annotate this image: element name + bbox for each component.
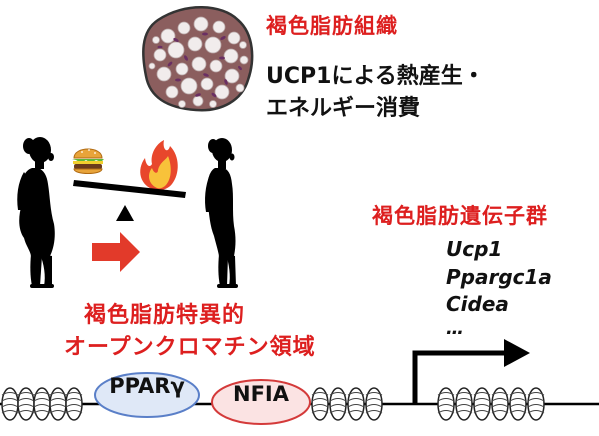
arrow-right-icon (92, 232, 140, 272)
pparg-label: PPARγ (109, 374, 185, 398)
nucleosome-icon (365, 387, 383, 421)
silhouette-icon (205, 138, 238, 288)
nucleosome-icon (329, 387, 347, 421)
flame-icon (140, 140, 178, 191)
region-title-line2: オープンクロマチン領域 (64, 335, 316, 360)
nucleosome-icon (455, 387, 473, 421)
nucleosome-icon (65, 387, 83, 421)
nucleosome-icon (491, 387, 509, 421)
gene-item: Ucp1 (446, 237, 503, 261)
nucleosome-icon (527, 387, 545, 421)
nucleosome-group (1, 387, 545, 421)
tissue-title: 褐色脂肪組織 (266, 14, 398, 38)
hamburger-icon (72, 148, 104, 174)
genes-title: 褐色脂肪遺伝子群 (372, 204, 548, 228)
nucleosome-icon (1, 387, 19, 421)
tissue-description-line2: エネルギー消費 (266, 96, 421, 121)
gene-item: Ppargc1a (446, 265, 552, 289)
transcription-arrow-icon (412, 339, 530, 404)
nucleosome-icon (437, 387, 455, 421)
nfia-oval (211, 379, 311, 425)
gene-item-ellipsis: … (446, 318, 465, 339)
brown-fat-tissue-icon (142, 6, 254, 112)
nucleosome-icon (17, 387, 35, 421)
nucleosome-icon (33, 387, 51, 421)
nucleosome-icon (473, 387, 491, 421)
nucleosome-icon (347, 387, 365, 421)
seesaw-icon (73, 180, 186, 221)
region-title-line1: 褐色脂肪特異的 (84, 303, 246, 328)
nucleosome-icon (49, 387, 67, 421)
pparg-oval (94, 372, 200, 418)
nfia-label: NFIA (233, 382, 289, 406)
nucleosome-icon (509, 387, 527, 421)
tissue-description-line1: UCP1による熱産生・ (266, 64, 485, 89)
nucleosome-icon (311, 387, 329, 421)
silhouette-icon (17, 137, 55, 288)
gene-item: Cidea (446, 292, 509, 316)
